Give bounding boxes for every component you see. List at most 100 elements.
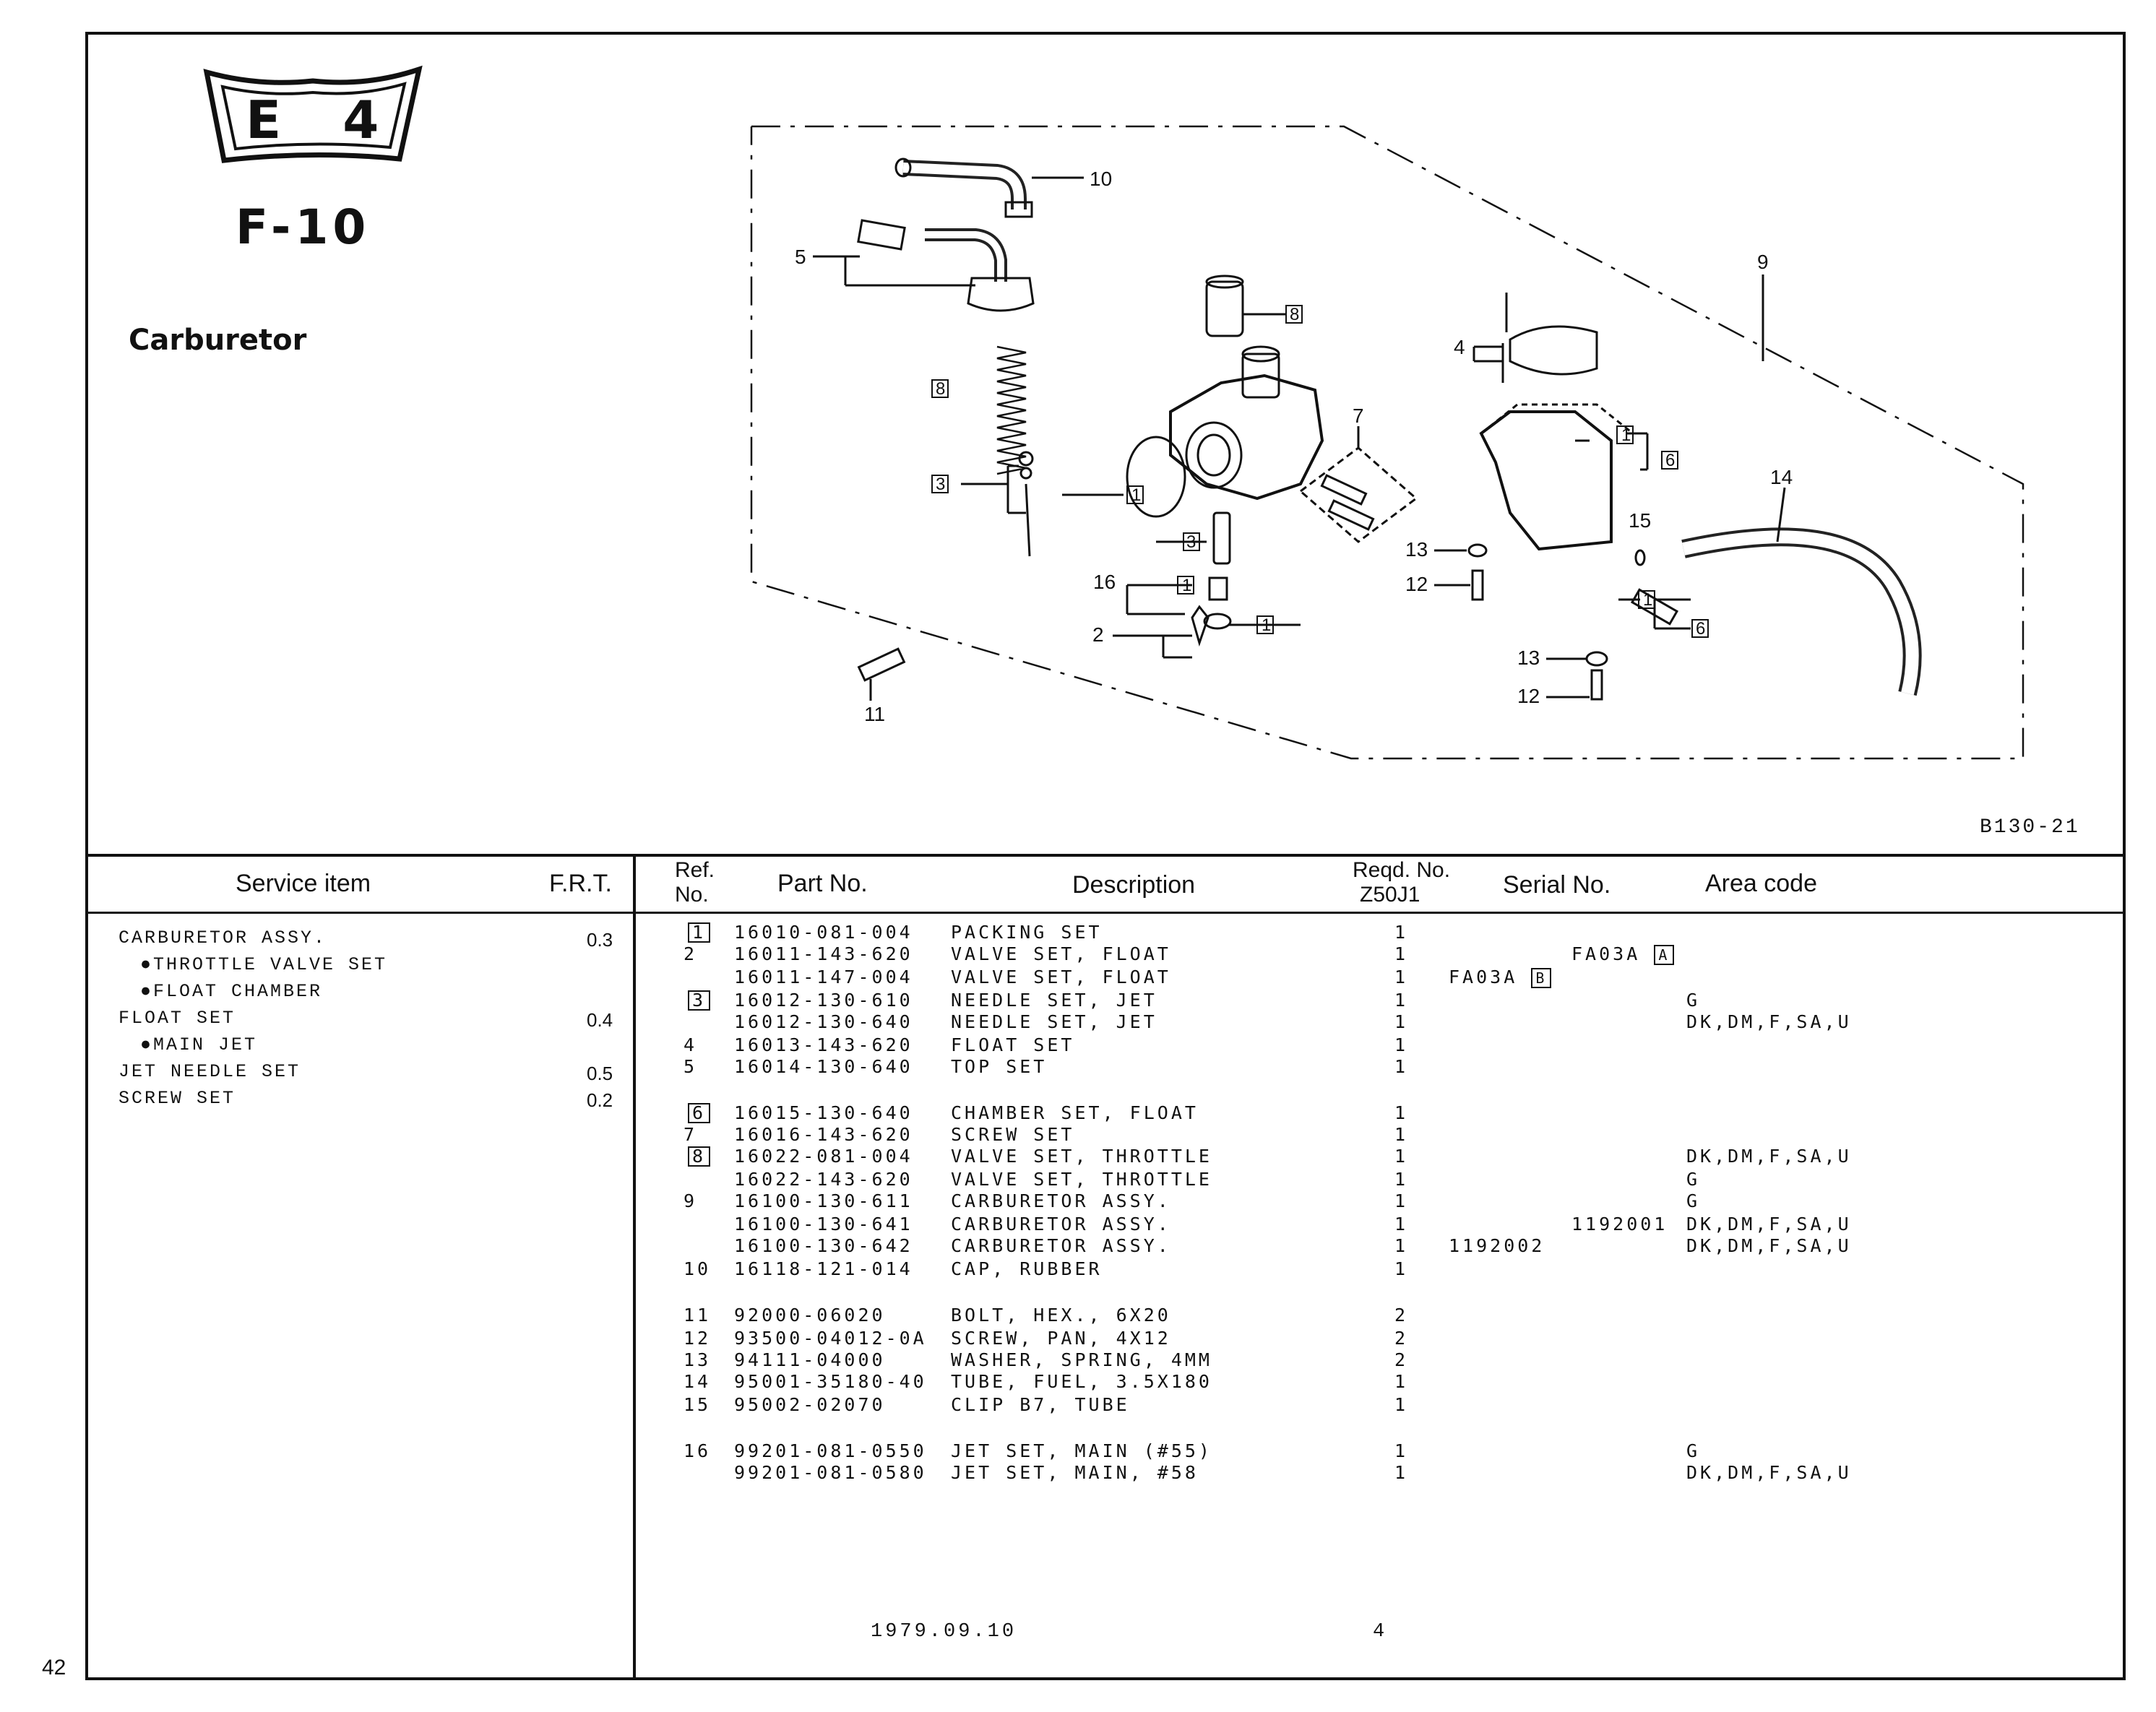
- part-area-code: G: [1686, 990, 1701, 1011]
- part-quantity: 1: [1394, 1190, 1409, 1211]
- svg-text:1: 1: [1621, 425, 1631, 445]
- col-reqd-line2: Z50J1: [1360, 883, 1420, 907]
- part-serial-value: 1192001: [1571, 1214, 1668, 1235]
- part-quantity: 1: [1394, 967, 1409, 987]
- col-service-item: Service item: [236, 870, 371, 897]
- part-ref-no-value: 4: [684, 1034, 698, 1055]
- part-description: JET SET, MAIN (#55): [951, 1440, 1212, 1461]
- part-quantity: 1: [1394, 1214, 1409, 1235]
- service-frt-value: 0.5: [587, 1063, 613, 1084]
- svg-text:3: 3: [936, 475, 945, 494]
- part-serial-value: FA03A: [1571, 943, 1641, 964]
- part-number: 16014-130-640: [734, 1056, 913, 1077]
- part-number: 16010-081-004: [734, 922, 913, 943]
- callout-11: 11: [864, 703, 885, 725]
- part-ref-no: 6: [688, 1102, 711, 1123]
- callout-14: 14: [1770, 466, 1793, 488]
- part-description: WASHER, SPRING, 4MM: [951, 1349, 1212, 1370]
- part-description: CLIP B7, TUBE: [951, 1394, 1130, 1415]
- col-ref-line2: No.: [675, 883, 709, 907]
- part-ref-no-value: 6: [688, 1103, 711, 1123]
- part-ref-no-value: 15: [684, 1394, 712, 1415]
- service-frt-value: 0.4: [587, 1009, 613, 1031]
- part-description: CARBURETOR ASSY.: [951, 1190, 1171, 1211]
- col-part-no: Part No.: [777, 870, 868, 897]
- callout-9: 9: [1757, 251, 1769, 273]
- part-quantity: 1: [1394, 922, 1409, 943]
- part-description: VALVE SET, THROTTLE: [951, 1146, 1212, 1167]
- part-ref-no-value: 2: [684, 943, 698, 964]
- part-area-code: DK,DM,F,SA,U: [1686, 1235, 1852, 1256]
- footer-mark: 4: [1373, 1621, 1385, 1643]
- part-area-code: G: [1686, 1440, 1701, 1461]
- service-frt-value: 0.3: [587, 929, 613, 951]
- part-number: 16022-143-620: [734, 1169, 913, 1190]
- part-number: 16011-147-004: [734, 967, 913, 987]
- part-serial-no: FA03A B: [1449, 967, 1552, 988]
- svg-text:8: 8: [936, 379, 945, 399]
- part-description: TOP SET: [951, 1056, 1048, 1077]
- callout-13a: 13: [1405, 538, 1428, 561]
- part-serial-value: FA03A: [1449, 967, 1518, 987]
- col-description: Description: [1072, 871, 1196, 899]
- part-number: 95001-35180-40: [734, 1371, 927, 1392]
- part-quantity: 1: [1394, 1394, 1409, 1415]
- part-ref-no-value: 12: [684, 1328, 712, 1349]
- col-serial-no: Serial No.: [1503, 871, 1611, 899]
- part-quantity: 1: [1394, 1034, 1409, 1055]
- svg-text:6: 6: [1665, 451, 1675, 470]
- part-ref-no: 10: [684, 1258, 711, 1279]
- part-quantity: 2: [1394, 1305, 1409, 1326]
- part-quantity: 1: [1394, 1440, 1409, 1461]
- part-quantity: 1: [1394, 943, 1409, 964]
- part-number: 16118-121-014: [734, 1258, 913, 1279]
- part-serial-value: 1192002: [1449, 1235, 1545, 1256]
- part-number: 16015-130-640: [734, 1102, 913, 1123]
- svg-text:1: 1: [1643, 590, 1652, 610]
- part-serial-no: 1192002: [1449, 1235, 1545, 1256]
- service-item-row: FLOAT SET: [118, 1008, 236, 1029]
- service-item-row: ●THROTTLE VALVE SET: [140, 954, 388, 975]
- table-top-rule: [85, 854, 2126, 857]
- col-ref-line1: Ref.: [675, 858, 715, 882]
- callout-4: 4: [1454, 336, 1465, 358]
- part-quantity: 1: [1394, 1371, 1409, 1392]
- callout-15: 15: [1629, 509, 1651, 532]
- callout-7: 7: [1353, 405, 1364, 427]
- svg-text:6: 6: [1696, 619, 1705, 639]
- part-number: 94111-04000: [734, 1349, 886, 1370]
- model-code: F-10: [236, 199, 371, 255]
- part-ref-no: 4: [684, 1034, 697, 1055]
- part-ref-no-value: 1: [688, 922, 711, 943]
- part-ref-no: 3: [688, 990, 711, 1011]
- serial-variant-box: B: [1531, 968, 1552, 988]
- callout-5: 5: [795, 246, 806, 268]
- part-ref-no-value: 5: [684, 1056, 698, 1077]
- part-quantity: 1: [1394, 1235, 1409, 1256]
- part-ref-no: 14: [684, 1371, 711, 1392]
- part-quantity: 1: [1394, 1124, 1409, 1145]
- service-item-row: JET NEEDLE SET: [118, 1061, 301, 1082]
- part-number: 16013-143-620: [734, 1034, 913, 1055]
- part-quantity: 2: [1394, 1349, 1409, 1370]
- svg-text:1: 1: [1182, 576, 1191, 595]
- callout-12a: 12: [1405, 573, 1428, 595]
- part-ref-no-value: 13: [684, 1349, 712, 1370]
- part-ref-no-value: 9: [684, 1190, 698, 1211]
- svg-text:1: 1: [1131, 485, 1141, 505]
- part-description: PACKING SET: [951, 922, 1103, 943]
- part-area-code: DK,DM,F,SA,U: [1686, 1214, 1852, 1235]
- part-number: 95002-02070: [734, 1394, 886, 1415]
- part-description: TUBE, FUEL, 3.5X180: [951, 1371, 1212, 1392]
- part-description: SCREW, PAN, 4X12: [951, 1328, 1171, 1349]
- callout-13b: 13: [1517, 647, 1540, 669]
- svg-text:3: 3: [1186, 532, 1196, 552]
- service-item-row: ●MAIN JET: [140, 1034, 258, 1055]
- col-frt: F.R.T.: [549, 870, 612, 897]
- part-number: 16100-130-611: [734, 1190, 913, 1211]
- part-description: VALVE SET, FLOAT: [951, 967, 1171, 987]
- diagram-code: B130-21: [1980, 816, 2080, 839]
- part-number: 16011-143-620: [734, 943, 913, 964]
- part-quantity: 1: [1394, 1462, 1409, 1483]
- part-area-code: G: [1686, 1190, 1701, 1211]
